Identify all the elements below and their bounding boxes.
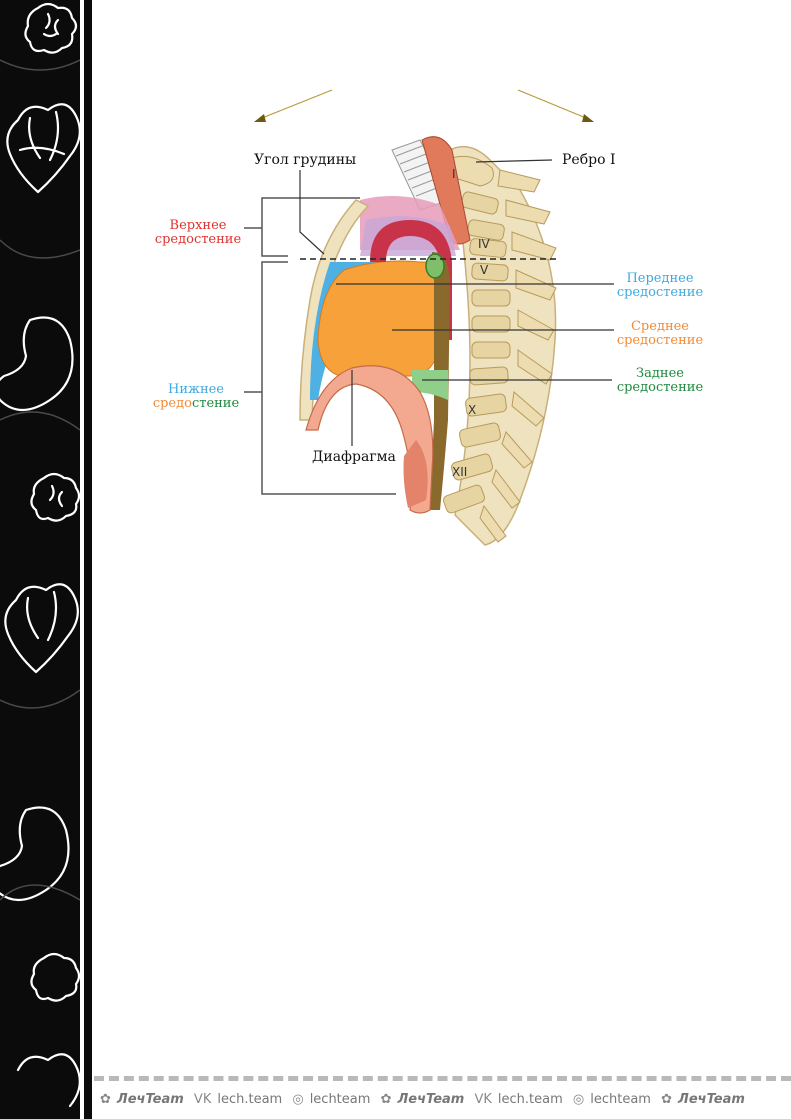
top-decorative-arrows: [254, 89, 594, 122]
stomach-doodle-icon: [0, 316, 74, 412]
instagram-icon-2: ◎: [572, 1092, 585, 1107]
label-anterior-line1: Переднее: [626, 271, 694, 286]
label-superior-mediastinum: Верхнее средостение: [152, 219, 244, 247]
brain-doodle-icon: [24, 2, 78, 54]
footer-vk-handle[interactable]: lech.team: [217, 1092, 283, 1107]
footer-instagram-handle[interactable]: lechteam: [309, 1092, 371, 1107]
footer-brand: ЛечTeam: [116, 1092, 184, 1107]
diaphragm-shape: [305, 365, 434, 514]
vertebra-label-x: X: [468, 403, 476, 417]
vk-icon: ᐯK: [193, 1092, 212, 1107]
label-inferior-line1: Нижнее: [167, 382, 224, 397]
label-superior-line1: Верхнее: [169, 218, 227, 233]
instagram-icon: ◎: [292, 1092, 304, 1107]
bracket-inferior: [261, 261, 396, 495]
footer-vk-handle-2[interactable]: lech.team: [497, 1092, 563, 1107]
vertebra-label-xii: XII: [452, 465, 467, 479]
leader-rib-one: [475, 159, 553, 163]
label-rib-one: Ребро I: [562, 152, 616, 168]
brain-logo-icon: ✿: [100, 1092, 111, 1107]
label-sternal-angle: Угол грудины: [254, 152, 357, 168]
footer-instagram-handle-2[interactable]: lechteam: [590, 1092, 651, 1107]
bracket-superior: [261, 197, 360, 257]
heart-doodle-icon-3: [16, 1053, 80, 1108]
heart-doodle-icon: [6, 103, 80, 194]
doodle-pattern: [0, 2, 80, 1108]
stomach-doodle-icon-2: [0, 806, 70, 902]
heart-doodle-icon-2: [4, 583, 79, 674]
label-superior-line2: средостение: [154, 232, 242, 247]
label-middle-mediastinum: Среднее средостение: [614, 320, 706, 348]
brain-doodle-icon-3: [30, 952, 80, 1002]
middle-mediastinum-heart: [317, 260, 441, 377]
label-middle-line2: средостение: [616, 333, 704, 348]
label-anterior-mediastinum: Переднее средостение: [614, 272, 706, 300]
trachea-section: [425, 253, 445, 279]
vertebra-label-iv: IV: [478, 237, 491, 251]
vk-icon-2: ᐯK: [474, 1092, 492, 1107]
brain-doodle-icon-2: [30, 472, 80, 522]
vertebra-label-i: I: [452, 167, 456, 181]
label-inferior-line2-b: стение: [191, 396, 240, 411]
brain-logo-icon-2: ✿: [380, 1092, 392, 1107]
label-anterior-line2: средостение: [616, 285, 704, 300]
label-posterior-mediastinum: Заднее средостение: [614, 367, 706, 395]
label-inferior-line2-a: средо: [152, 396, 192, 411]
decorative-side-strip: [0, 0, 80, 1119]
footer-brand-2: ЛечTeam: [397, 1092, 465, 1107]
label-diaphragm: Диафрагма: [312, 449, 396, 465]
leader-sternal-angle: [299, 170, 325, 255]
label-posterior-line2: средостение: [616, 380, 704, 395]
brain-logo-icon-3: ✿: [661, 1092, 673, 1107]
side-divider-white: [80, 0, 84, 1119]
label-posterior-line1: Заднее: [636, 366, 684, 381]
crus-of-diaphragm: [403, 440, 428, 508]
footer-brand-3: ЛечTeam: [678, 1092, 745, 1107]
footer-dashed-divider: [94, 1076, 791, 1081]
label-middle-line1: Среднее: [630, 319, 690, 334]
posterior-mediastinum-region: [412, 370, 448, 400]
vertebra-label-v: V: [480, 263, 489, 277]
label-inferior-mediastinum: Нижнее средостение: [150, 383, 242, 411]
side-divider-black: [84, 0, 92, 1119]
